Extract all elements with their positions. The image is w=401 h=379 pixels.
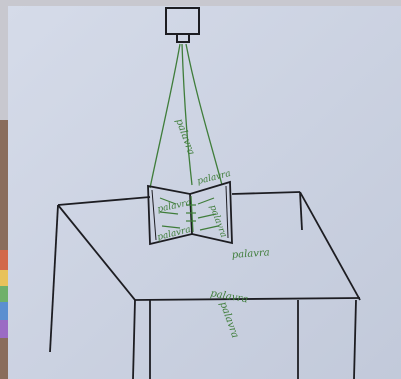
sketch-photo: palavra palavra palavra palavra palavra … — [0, 0, 401, 379]
